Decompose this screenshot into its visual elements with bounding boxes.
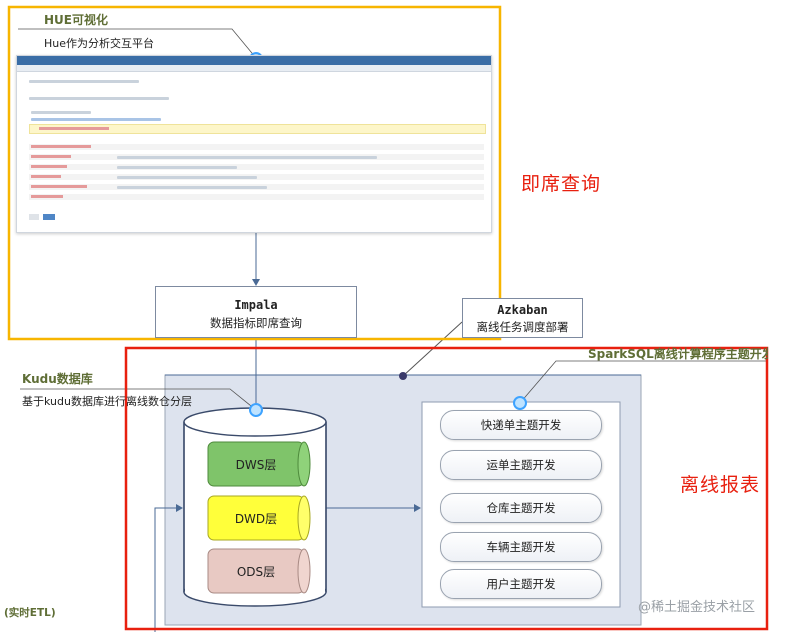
impala-box: Impala 数据指标即席查询 [155,286,357,338]
layer-dwd [207,495,311,541]
kudu-accent-dot [249,403,263,417]
hue-callout-line [18,28,257,59]
azkaban-box: Azkaban 离线任务调度部署 [462,298,583,338]
topic-waybill: 运单主题开发 [440,450,602,480]
layer-label-dwd: DWD层 [234,512,278,526]
kudu-callout-subtitle: 基于kudu数据库进行离线数仓分层 [22,395,192,408]
sparksql-callout-title: SparkSQL离线计算程序主题开发 [588,347,768,361]
impala-subtitle: 数据指标即席查询 [210,316,302,330]
hue-to-impala-arrowhead [252,279,260,286]
hue-warning-bar [29,124,486,134]
topic-vehicle: 车辆主题开发 [440,532,602,562]
sparksql-callout-line [519,360,768,404]
layer-label-dws: DWS层 [235,458,277,472]
azkaban-junction-dot [399,372,407,380]
kudu-callout-title: Kudu数据库 [22,372,93,386]
layer-dws [207,441,311,487]
hue-callout-subtitle: Hue作为分析交互平台 [44,37,155,50]
kudu-to-topics-arrowhead [414,504,421,512]
adhoc-frame [7,5,502,341]
hue-callout-title: HUE可视化 [44,13,108,27]
topic-warehouse: 仓库主题开发 [440,493,602,523]
sparksql-accent-dot [513,396,527,410]
adhoc-section-label: 即席查询 [521,173,602,195]
hue-topbar [17,56,491,65]
watermark: @稀土掘金技术社区 [638,600,756,615]
azkaban-subtitle: 离线任务调度部署 [476,320,569,334]
kudu-callout-line [20,388,257,411]
topic-user: 用户主题开发 [440,569,602,599]
impala-title: Impala [234,298,278,312]
offline-section-label: 离线报表 [680,474,761,496]
offline-frame [124,346,769,631]
hue-tabbar [17,65,491,72]
layer-label-ods: ODS层 [236,565,276,579]
etl-label: (实时ETL) [4,607,56,619]
layer-ods [207,548,311,594]
azkaban-title: Azkaban [497,303,548,317]
etl-arrowhead [176,504,183,512]
topic-express-order: 快递单主题开发 [440,410,602,440]
etl-arrow [154,507,178,632]
hue-screenshot [16,55,492,233]
